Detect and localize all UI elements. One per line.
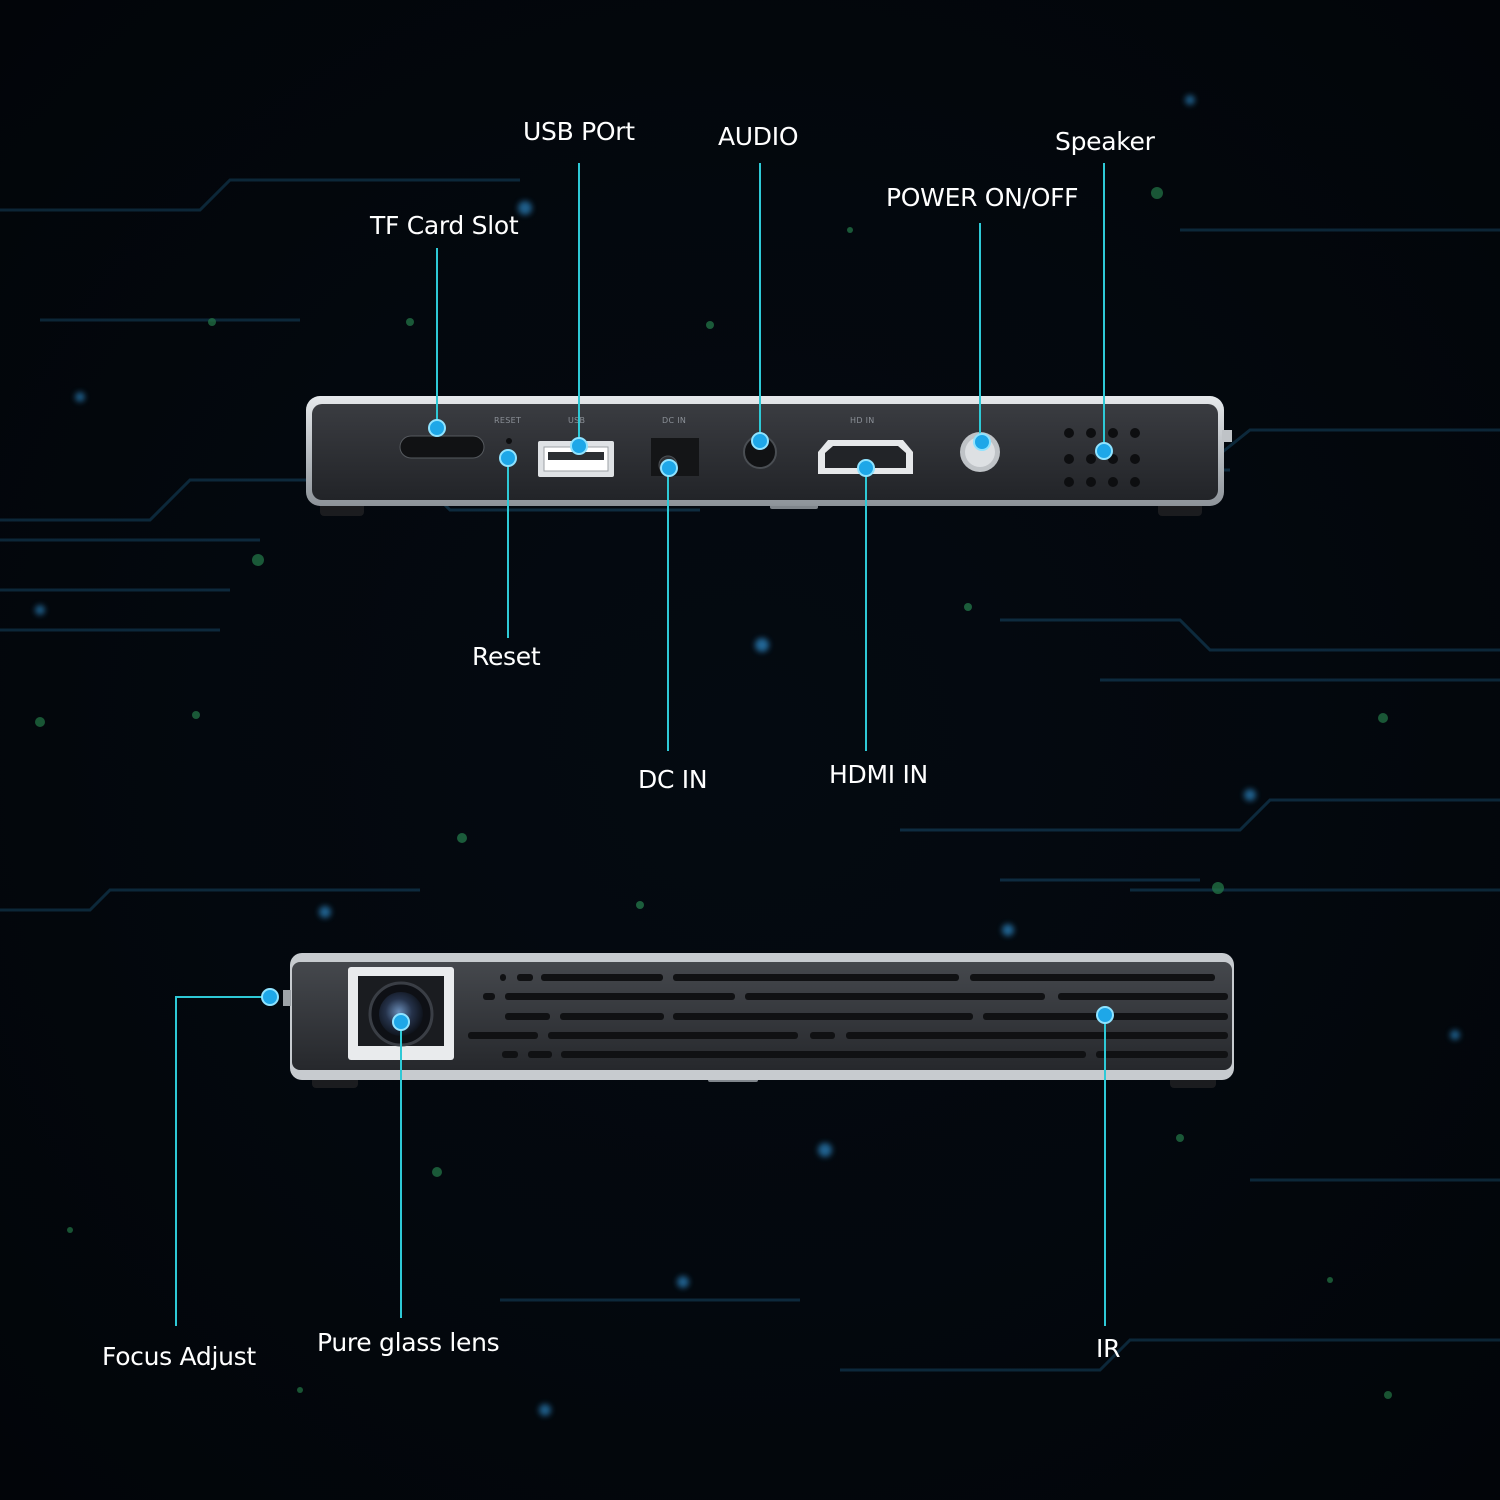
callout-dot-ir bbox=[1096, 1006, 1114, 1024]
callout-usb-port: USB POrt bbox=[523, 117, 635, 146]
callout-dot-power bbox=[973, 433, 991, 451]
port-label-usb: USB bbox=[568, 416, 586, 425]
callout-dot-dc-in bbox=[660, 459, 678, 477]
callout-power: POWER ON/OFF bbox=[886, 183, 1079, 212]
callout-ir: IR bbox=[1096, 1334, 1121, 1363]
callout-dot-speaker bbox=[1095, 442, 1113, 460]
callout-audio: AUDIO bbox=[718, 122, 799, 151]
callout-focus-adjust: Focus Adjust bbox=[102, 1342, 256, 1371]
callout-dc-in: DC IN bbox=[638, 765, 708, 794]
callout-hdmi-in: HDMI IN bbox=[829, 760, 928, 789]
port-label-reset: RESET bbox=[494, 416, 522, 425]
callout-dot-audio bbox=[751, 432, 769, 450]
callout-speaker: Speaker bbox=[1055, 127, 1155, 156]
callout-tf-card-slot: TF Card Slot bbox=[370, 211, 519, 240]
callout-lens: Pure glass lens bbox=[317, 1328, 500, 1357]
callout-dot-focus bbox=[261, 988, 279, 1006]
callout-dot-lens bbox=[392, 1013, 410, 1031]
callout-dot-usb bbox=[570, 437, 588, 455]
callout-reset: Reset bbox=[472, 642, 541, 671]
callout-dot-tf-card bbox=[428, 419, 446, 437]
port-label-dc-in: DC IN bbox=[662, 416, 687, 425]
port-label-hdmi: HD IN bbox=[850, 416, 875, 425]
callout-dot-hdmi bbox=[857, 459, 875, 477]
callout-dot-reset bbox=[499, 449, 517, 467]
